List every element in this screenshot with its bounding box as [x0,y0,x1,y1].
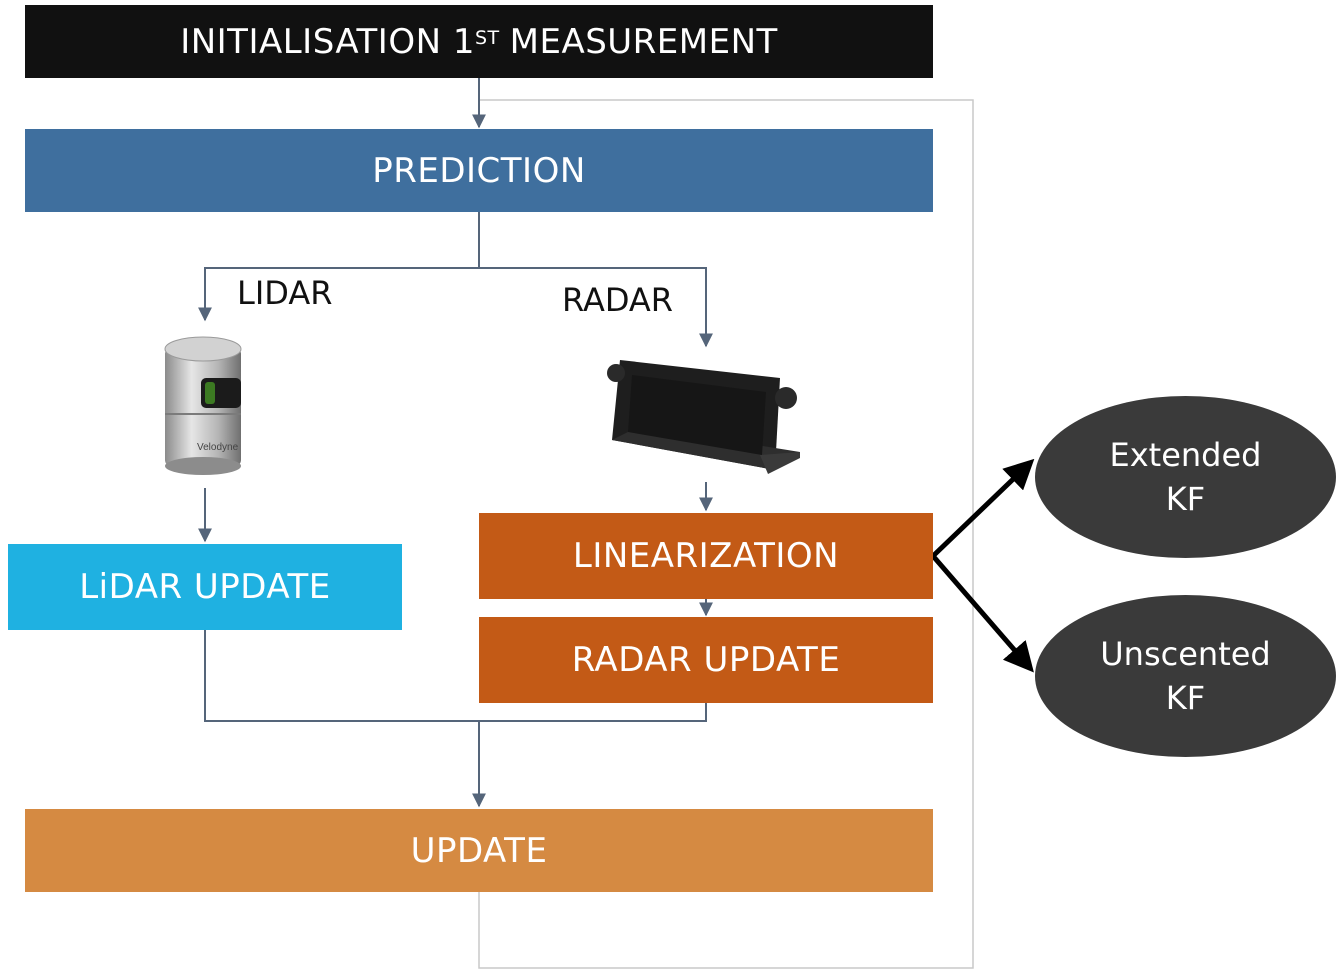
prediction-box: PREDICTION [25,129,933,212]
radar-device-icon [607,360,800,474]
lidar-brand-text: Velodyne [197,442,239,453]
extended-kf-line2: KF [1165,480,1206,518]
branch-label-lidar: LIDAR [237,274,333,312]
unscented-kf-line1: Unscented [1100,635,1271,673]
connector-prediction-radar [479,267,713,348]
linearization-box: LINEARIZATION [479,513,933,599]
lidar-update-box: LiDAR UPDATE [8,544,402,630]
loop-back-line [478,99,974,969]
update-box: UPDATE [25,809,933,892]
unscented-kf-line2: KF [1165,679,1206,717]
connector-merge [204,630,707,722]
extended-kf-line1: Extended [1109,436,1262,474]
connector-prediction-split [198,212,480,322]
unscented-kf-ellipse: Unscented KF [1035,595,1336,757]
radar-update-box: RADAR UPDATE [479,617,933,703]
arrow-to-extended-kf [931,458,1035,558]
arrow-to-unscented-kf [931,554,1034,673]
lidar-device-icon: Velodyne [164,336,242,475]
branch-label-radar: RADAR [562,281,674,319]
initialisation-text-superscript: ST [474,26,500,49]
initialisation-text-suffix: MEASUREMENT [509,21,778,62]
initialisation-text-prefix: INITIALISATION 1 [180,21,475,62]
extended-kf-ellipse: Extended KF [1035,396,1336,558]
